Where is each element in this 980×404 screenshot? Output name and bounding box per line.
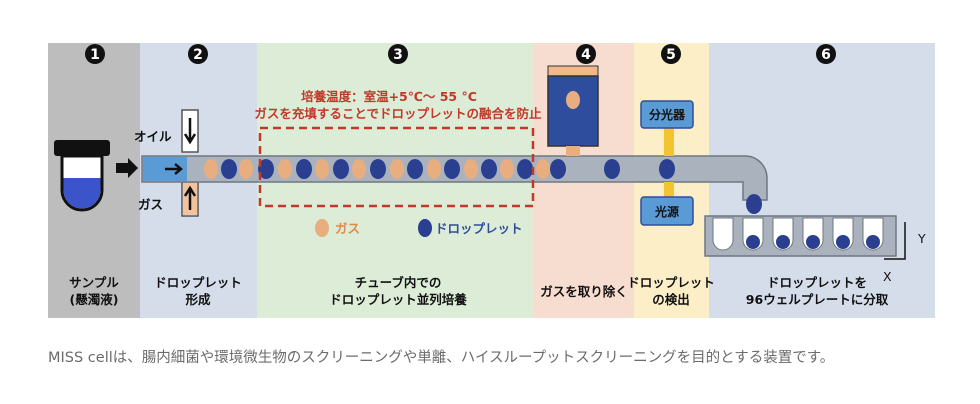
gas-bubble <box>204 159 218 179</box>
gas-bubble <box>315 159 329 179</box>
droplet <box>407 159 423 179</box>
droplet <box>221 159 237 179</box>
gas-bubble <box>278 159 292 179</box>
droplet <box>370 159 386 179</box>
svg-text:3: 3 <box>393 47 403 63</box>
legend-droplet-swatch <box>418 219 432 237</box>
droplet <box>659 159 675 179</box>
svg-text:4: 4 <box>581 47 591 63</box>
caption: MISS cellは、腸内細菌や環境微生物のスクリーニングや単離、ハイスループッ… <box>48 350 835 366</box>
gas-inlet-arrow <box>181 181 199 217</box>
miss-cell-diagram: 1 2 3 4 5 6 オイル ガス <box>48 43 935 318</box>
droplet <box>296 159 312 179</box>
light-source-label: 光源 <box>654 204 679 219</box>
step-2-label-line1: ドロップレット <box>154 275 242 290</box>
tube-contents <box>204 159 762 214</box>
droplet <box>550 159 566 179</box>
droplet <box>517 159 533 179</box>
oil-inlet-arrow <box>181 109 199 153</box>
detector: 分光器 光源 <box>640 100 694 226</box>
droplet <box>444 159 460 179</box>
droplet <box>333 159 349 179</box>
legend: ガス ドロップレット <box>315 219 523 237</box>
well-droplet <box>806 235 820 249</box>
gas-bubble <box>427 159 441 179</box>
gas-remover <box>547 65 599 156</box>
step-3-label-line1: チューブ内での <box>355 275 442 290</box>
gas-bubble <box>536 159 550 179</box>
oil-label: オイル <box>134 129 172 144</box>
well-droplet <box>866 235 880 249</box>
svg-text:6: 6 <box>821 47 831 63</box>
legend-gas-swatch <box>315 219 329 237</box>
gas-bubble <box>352 159 366 179</box>
gas-bubble <box>239 159 253 179</box>
step-3-badge: 3 <box>388 44 408 64</box>
legend-gas-label: ガス <box>335 221 360 236</box>
step-4-badge: 4 <box>576 44 596 64</box>
well-droplet <box>746 235 760 249</box>
gas-bubble <box>390 159 404 179</box>
sample-arrow-icon <box>116 158 138 178</box>
spectrometer-box <box>640 100 694 129</box>
well-droplet <box>776 235 790 249</box>
step-2-badge: 2 <box>188 44 208 64</box>
gas-bubble <box>464 159 478 179</box>
step-1-badge: 1 <box>85 44 105 64</box>
well-droplet <box>836 235 850 249</box>
svg-text:1: 1 <box>90 47 100 63</box>
droplet <box>746 194 762 214</box>
sample-tube-icon <box>54 140 110 212</box>
step-6-badge: 6 <box>816 44 836 64</box>
step-6-label-line2: 96ウェルプレートに分取 <box>746 292 889 307</box>
step-1-label-line1: サンプル <box>69 275 119 290</box>
well <box>712 217 734 251</box>
droplet <box>604 159 620 179</box>
well-plate <box>704 215 897 257</box>
step-4-label: ガスを取り除く <box>540 284 628 299</box>
step-6-label-line1: ドロップレットを <box>767 275 867 290</box>
step-2-label-line2: 形成 <box>185 292 211 307</box>
step-3-label-line2: ドロップレット並列培養 <box>329 292 467 307</box>
light-source-box <box>640 196 694 226</box>
step-1-label-line2: (懸濁液) <box>70 292 119 307</box>
legend-droplet-label: ドロップレット <box>435 221 523 236</box>
gas-fill-note: ガスを充填することでドロップレットの融合を防止 <box>254 106 542 121</box>
svg-text:5: 5 <box>666 47 676 63</box>
axes: Y X <box>883 222 926 284</box>
droplet <box>258 159 274 179</box>
axis-y-label: Y <box>917 231 926 246</box>
axis-x-label: X <box>883 269 892 284</box>
gas-bubble <box>500 159 514 179</box>
gas-inlet-label: ガス <box>138 197 163 212</box>
culture-region-highlight <box>258 126 535 208</box>
step-5-badge: 5 <box>661 44 681 64</box>
spectrometer-label: 分光器 <box>649 107 686 122</box>
droplet <box>481 159 497 179</box>
svg-text:2: 2 <box>193 47 203 63</box>
step-5-label-line2: の検出 <box>652 292 690 307</box>
step-5-label-line1: ドロップレット <box>627 275 715 290</box>
culture-temperature-note: 培養温度：室温+5℃～ 55 °C <box>301 89 477 104</box>
